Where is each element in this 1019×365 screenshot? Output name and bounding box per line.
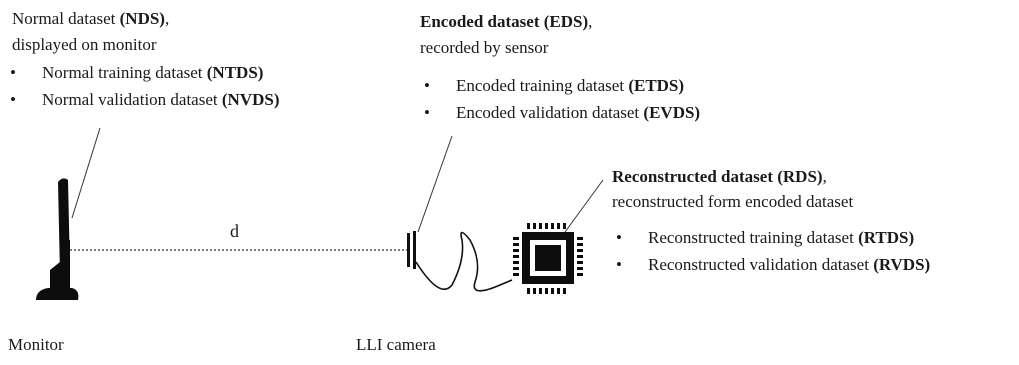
nds-title-abbrev: (NDS) <box>119 9 165 28</box>
eds-item-validation-abbrev: (EVDS) <box>643 103 701 122</box>
nds-title-comma: , <box>164 9 170 28</box>
monitor-icon <box>36 178 79 300</box>
nds-title-plain: Normal dataset <box>12 9 120 28</box>
nds-item-training-abbrev: (NTDS) <box>206 63 264 82</box>
camera-cable <box>415 231 513 292</box>
nds-subtitle: displayed on monitor <box>12 35 157 54</box>
nds-item-validation-text: Normal validation dataset <box>42 90 222 109</box>
eds-title-comma: , <box>588 12 593 31</box>
nds-bullet-1: • <box>10 63 16 82</box>
distance-label: d <box>230 221 239 241</box>
eds-item-training: Encoded training dataset (ETDS) <box>456 75 684 97</box>
monitor-label: Monitor <box>8 335 64 354</box>
camera-label: LLI camera <box>356 335 436 354</box>
rds-bullet-1: • <box>616 228 622 247</box>
rds-item-training-abbrev: (RTDS) <box>858 228 915 247</box>
rds-subtitle: reconstructed form encoded dataset <box>612 192 854 211</box>
eds-bullet-2: • <box>424 103 430 122</box>
eds-title: Encoded dataset (EDS), <box>420 11 592 33</box>
rds-item-validation-abbrev: (RVDS) <box>873 255 931 274</box>
nds-item-training: Normal training dataset (NTDS) <box>42 62 263 84</box>
nds-item-validation: Normal validation dataset (NVDS) <box>42 89 279 111</box>
eds-title-bold: Encoded dataset (EDS) <box>420 12 589 31</box>
nds-item-training-text: Normal training dataset <box>42 63 207 82</box>
rds-item-training-text: Reconstructed training dataset <box>648 228 859 247</box>
rds-title: Reconstructed dataset (RDS), <box>612 166 827 188</box>
eds-subtitle: recorded by sensor <box>420 38 549 57</box>
eds-item-training-text: Encoded training dataset <box>456 76 629 95</box>
eds-item-validation: Encoded validation dataset (EVDS) <box>456 102 700 124</box>
rds-title-bold: Reconstructed dataset (RDS) <box>612 167 823 186</box>
rds-leader-line <box>564 179 604 233</box>
camera-icon <box>407 231 416 269</box>
processor-chip-icon <box>513 223 583 294</box>
rds-item-validation: Reconstructed validation dataset (RVDS) <box>648 254 930 276</box>
rds-item-training: Reconstructed training dataset (RTDS) <box>648 227 914 249</box>
nds-bullet-2: • <box>10 90 16 109</box>
nds-leader-line <box>71 127 101 219</box>
rds-title-comma: , <box>822 167 827 186</box>
rds-bullet-2: • <box>616 255 622 274</box>
nds-item-validation-abbrev: (NVDS) <box>221 90 280 109</box>
eds-bullet-1: • <box>424 76 430 95</box>
nds-title: Normal dataset (NDS), <box>12 8 169 30</box>
eds-leader-line <box>417 135 453 233</box>
eds-item-validation-text: Encoded validation dataset <box>456 103 644 122</box>
rds-item-validation-text: Reconstructed validation dataset <box>648 255 874 274</box>
eds-item-training-abbrev: (ETDS) <box>628 76 685 95</box>
